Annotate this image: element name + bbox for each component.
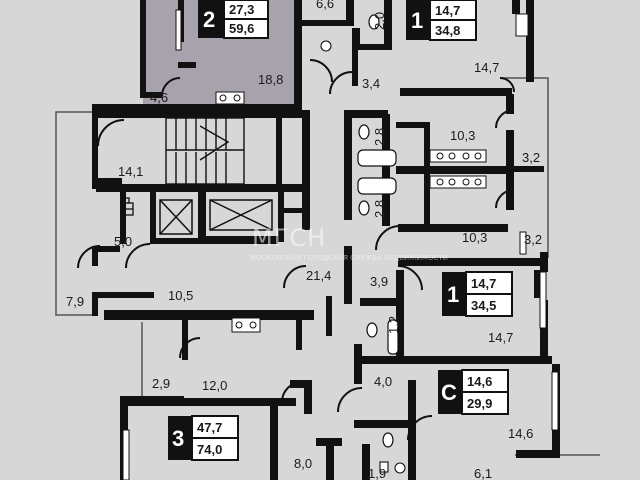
area-label: 2,8: [372, 128, 387, 146]
trash-chute-icon: [120, 197, 134, 216]
apartment-2-living-area: 27,3: [229, 2, 254, 17]
toilet-icon: [358, 14, 394, 448]
apartment-3-total-area: 74,0: [197, 442, 222, 457]
apartment-1-top-total-area: 34,8: [435, 23, 460, 38]
area-label: 5,0: [114, 234, 132, 249]
apartment-studio-living-area: 14,6: [467, 374, 492, 389]
stove-icon: [215, 91, 487, 333]
badge-apartment-3: 3 47,7 74,0: [168, 415, 239, 461]
area-label: 10,5: [168, 288, 193, 303]
badge-apartment-1-top: 1 14,7 34,8: [406, 0, 477, 41]
badge-apartment-1-mid: 1 14,7 34,5: [442, 271, 513, 317]
area-label: 10,3: [450, 128, 475, 143]
area-label: 4,0: [374, 374, 392, 389]
elevator-icon: [159, 199, 273, 235]
area-label: 2,0: [372, 12, 387, 30]
staircase-icon: [165, 117, 245, 185]
apartment-1-mid-living-area: 14,7: [471, 276, 496, 291]
area-label: 4,6: [150, 90, 168, 105]
area-label: 8,0: [294, 456, 312, 471]
area-label: 1,2: [386, 316, 401, 334]
area-label: 21,4: [306, 268, 331, 283]
area-label: 14,1: [118, 164, 143, 179]
area-label: 14,7: [474, 60, 499, 75]
apartment-2-total-area: 59,6: [229, 21, 254, 36]
apartment-1-mid-total-area: 34,5: [471, 298, 496, 313]
area-label: 6,1: [474, 466, 492, 480]
area-label: 7,9: [66, 294, 84, 309]
apartment-1-top-living-area: 14,7: [435, 3, 460, 18]
area-label: 3,2: [524, 232, 542, 247]
apartment-1-mid-rooms: 1: [447, 282, 459, 307]
area-label: 2,9: [152, 376, 170, 391]
apartment-studio-total-area: 29,9: [467, 396, 492, 411]
area-label: 18,8: [258, 72, 283, 87]
apartment-2-rooms: 2: [203, 7, 215, 32]
area-label: 6,6: [316, 0, 334, 11]
area-label: 3,9: [370, 274, 388, 289]
area-label: 12,0: [202, 378, 227, 393]
sink-icon: [320, 40, 406, 474]
watermark-logo: МГСН: [252, 224, 326, 252]
windows: [122, 9, 559, 480]
apartment-1-top-rooms: 1: [411, 8, 423, 33]
badge-apartment-2: 2 27,3 59,6: [198, 0, 269, 39]
area-label: 1,9: [368, 466, 386, 480]
bathtub-icon: [357, 149, 399, 355]
area-label: 14,7: [488, 330, 513, 345]
apartment-studio-rooms: С: [441, 380, 457, 405]
area-label: 14,6: [508, 426, 533, 441]
area-label: 3,2: [522, 150, 540, 165]
watermark: МГСН МОСКОВСКАЯ ГОРОДСКАЯ СЛУЖБА НЕДВИЖИ…: [250, 224, 448, 262]
room-area-labels: 6,6 2,0 18,8 4,6 3,4 14,7 14,1 10,3 3,2 …: [66, 0, 542, 480]
apartment-3-rooms: 3: [172, 426, 184, 451]
area-label: 3,4: [362, 76, 380, 91]
area-label: 10,3: [462, 230, 487, 245]
apartment-3-living-area: 47,7: [197, 420, 222, 435]
watermark-caption: МОСКОВСКАЯ ГОРОДСКАЯ СЛУЖБА НЕДВИЖИМОСТИ: [250, 254, 448, 262]
door-swing-icon: [77, 59, 515, 441]
badge-apartment-studio: С 14,6 29,9: [438, 369, 509, 415]
area-label: 2,8: [372, 200, 387, 218]
